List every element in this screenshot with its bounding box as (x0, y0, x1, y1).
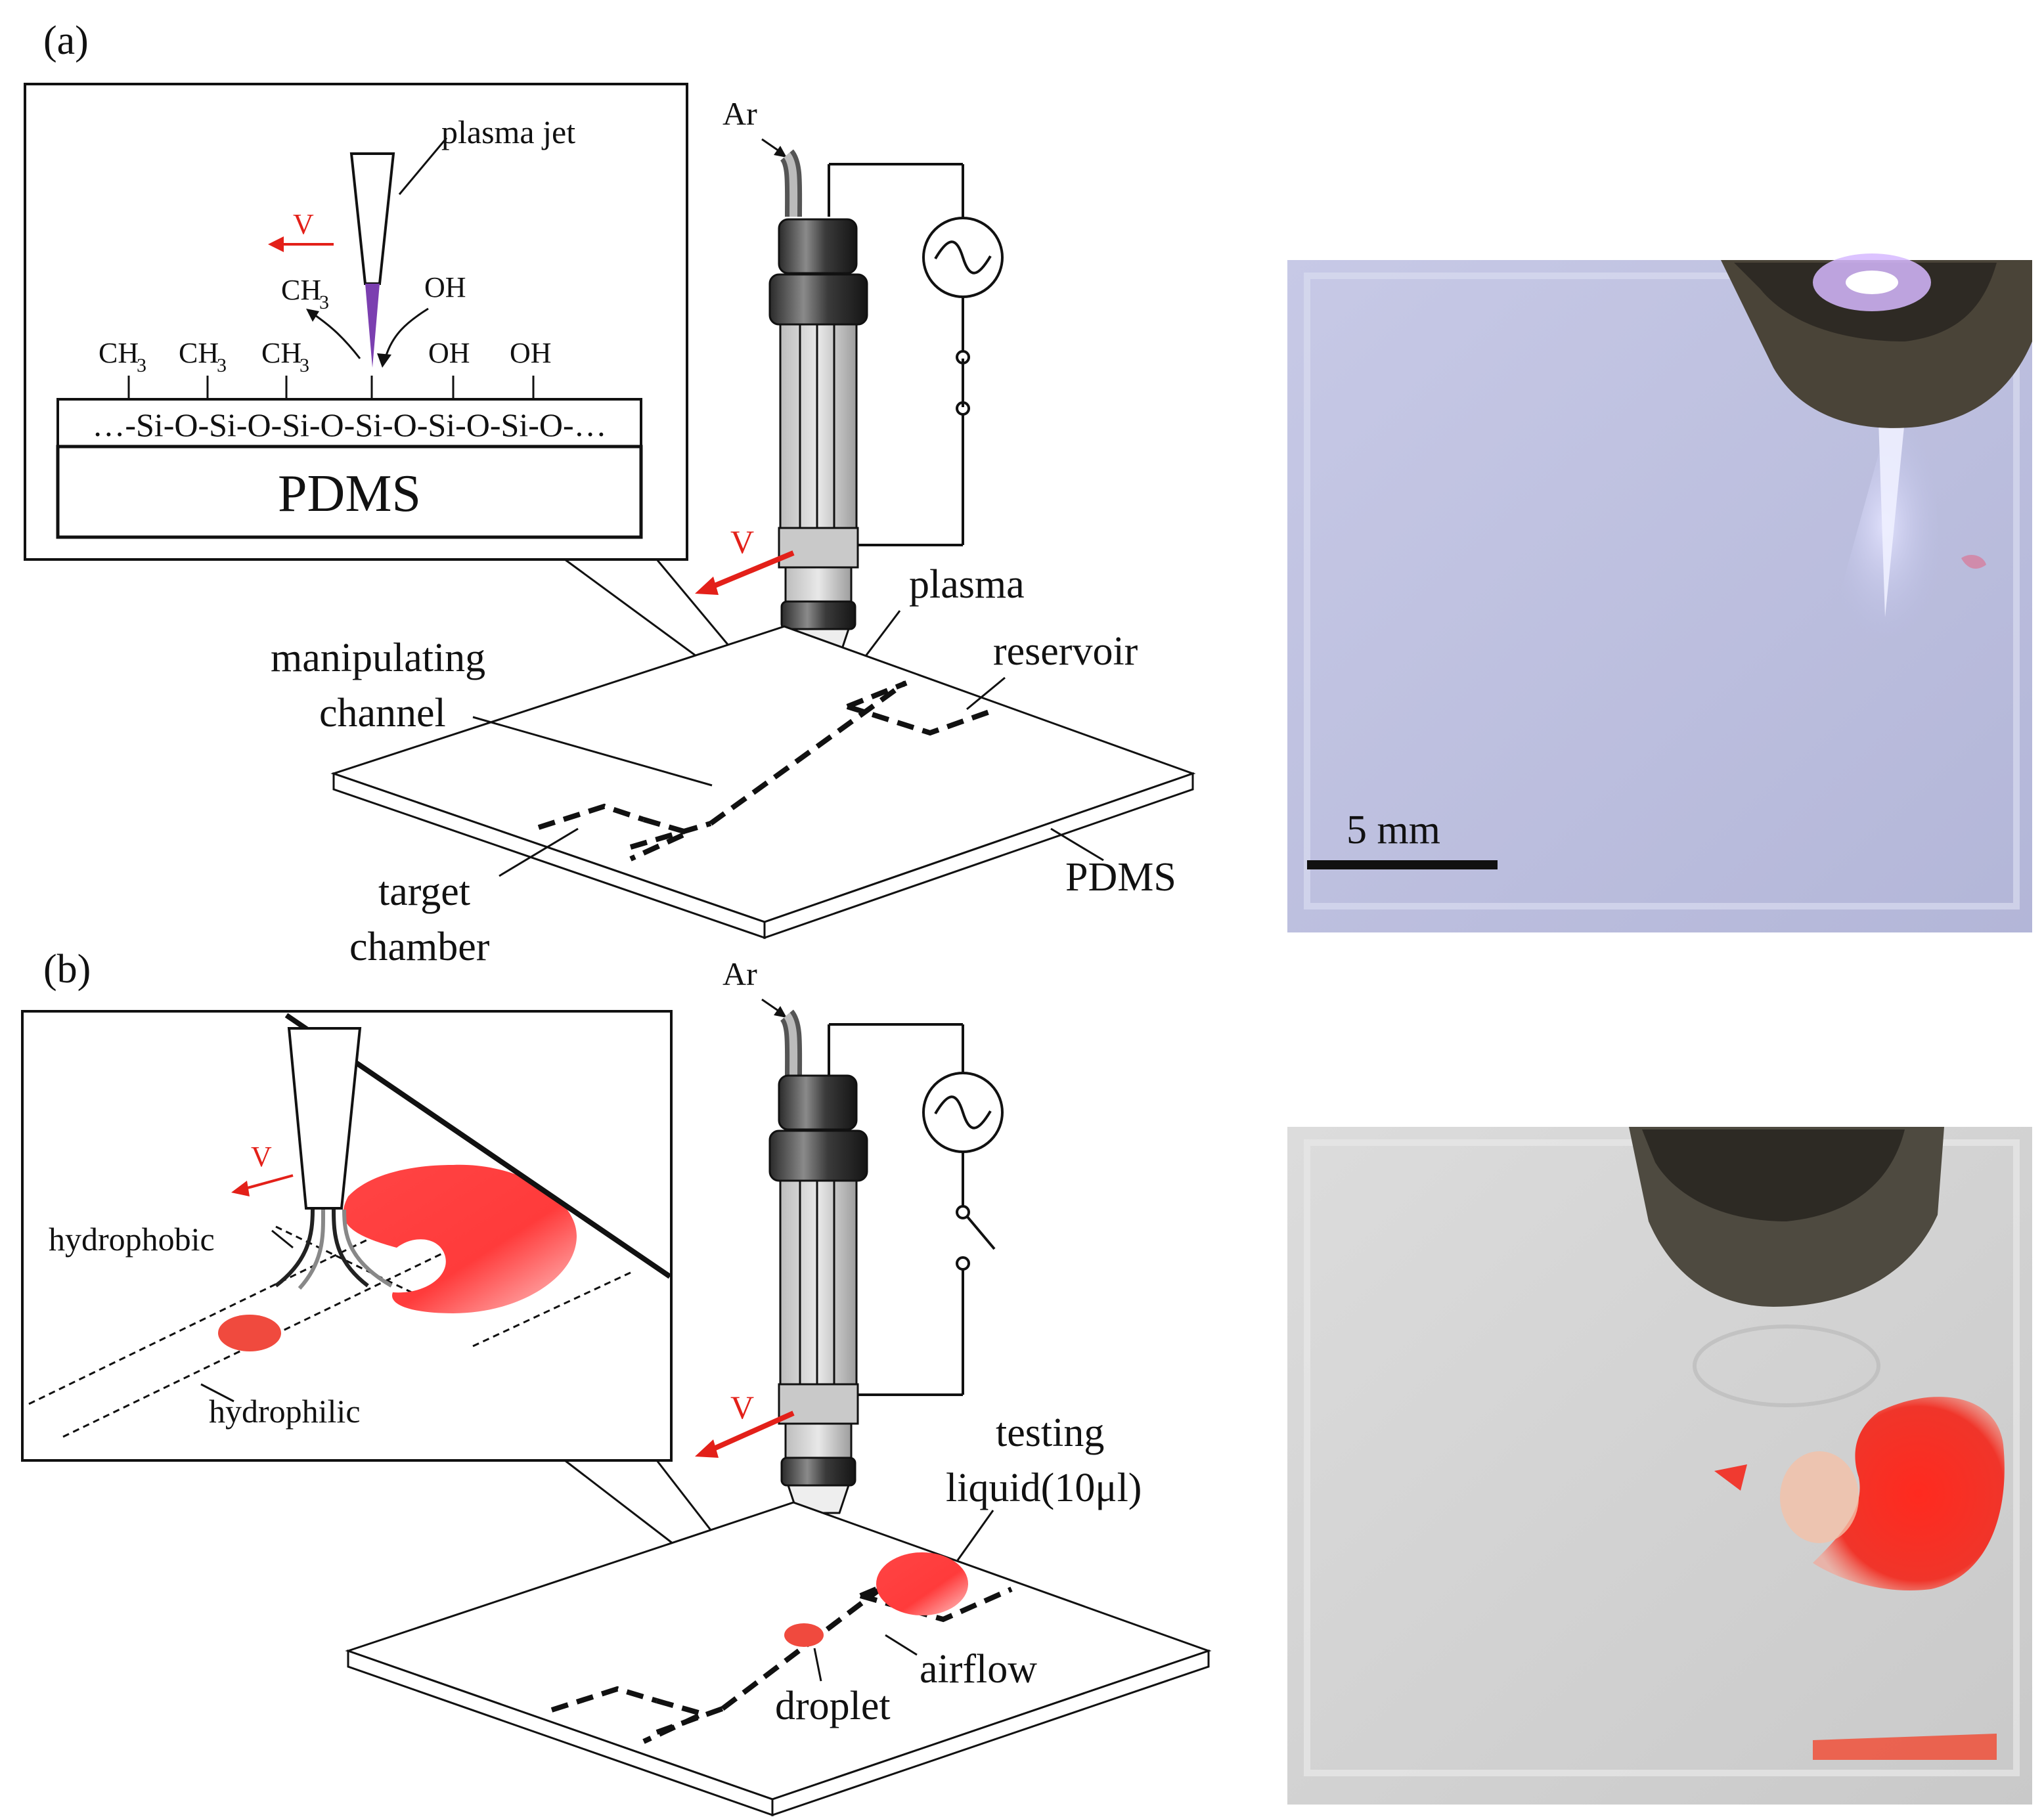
panel-b-velocity: V (730, 1389, 754, 1426)
panel-a-inset: plasma jet V …-Si-O-Si-O-Si-O-Si-O-Si-O-… (24, 83, 688, 561)
droplet-icon (784, 1623, 824, 1647)
methyl-3-sub: 3 (300, 355, 309, 376)
target-label-1: target (378, 869, 470, 914)
plasma-plume-icon (365, 284, 380, 368)
target-label-2: chamber (349, 925, 490, 969)
panel-a-letter: (a) (43, 18, 89, 63)
red-droplet-icon (1813, 1397, 2005, 1590)
detached-methyl: CH (281, 274, 321, 306)
plasma-jet-leader (398, 137, 448, 195)
airflow-label: airflow (920, 1647, 1037, 1692)
inset-b-velocity: V (251, 1141, 272, 1173)
testing-label-2: liquid(10μl) (946, 1466, 1142, 1510)
detached-methyl-sub: 3 (319, 292, 329, 313)
panel-a-gas-label: Ar (722, 95, 757, 132)
photo-b (1287, 1127, 2032, 1805)
methyl-1-sub: 3 (137, 355, 146, 376)
testing-liquid-drop-icon (343, 1164, 577, 1313)
inset-a-velocity: V (293, 208, 314, 240)
hydroxyl-1: OH (428, 337, 470, 369)
manipulating-label-1: manipulating (271, 636, 485, 680)
manipulating-label-2: channel (319, 691, 446, 735)
scale-bar-label: 5 mm (1346, 808, 1440, 852)
methyl-2: CH (179, 337, 219, 369)
nozzle-icon-b (287, 1027, 362, 1210)
methyl-3: CH (261, 337, 301, 369)
panel-b-inset: V hydrophobic hydrophilic (21, 1010, 673, 1462)
methyl-1: CH (99, 337, 139, 369)
pdms-label-a: PDMS (1065, 855, 1176, 900)
droplet-label: droplet (775, 1684, 891, 1728)
photo-a: 5 mm (1287, 253, 2032, 932)
plasma-jet-label: plasma jet (441, 114, 575, 150)
new-hydroxyl: OH (424, 271, 466, 303)
panel-a-velocity: V (730, 523, 754, 560)
reservoir-label: reservoir (993, 629, 1138, 674)
panel-b-gas-label: Ar (722, 955, 757, 992)
plasma-glow-icon (1878, 420, 1905, 617)
panel-b-letter: (b) (43, 947, 91, 992)
inset-pdms-label: PDMS (278, 465, 421, 523)
hydrophilic-label: hydrophilic (209, 1393, 361, 1430)
testing-label-1: testing (996, 1411, 1104, 1455)
methyl-2-sub: 3 (217, 355, 227, 376)
plasma-label: plasma (909, 562, 1025, 607)
testing-liquid-icon (876, 1552, 968, 1615)
pdms-block (56, 445, 643, 539)
pdms-plate-b (345, 1501, 1212, 1817)
hydrophobic-label: hydrophobic (49, 1221, 215, 1258)
hydroxyl-2: OH (510, 337, 552, 369)
backbone-box (56, 398, 642, 448)
plasma-jet-device-b (768, 1009, 1004, 1636)
open-switch-icon (956, 1205, 970, 1219)
small-droplet-icon (218, 1315, 281, 1351)
backbone-label: …-Si-O-Si-O-Si-O-Si-O-Si-O-Si-O-… (92, 406, 606, 443)
scale-bar (1307, 860, 1498, 869)
